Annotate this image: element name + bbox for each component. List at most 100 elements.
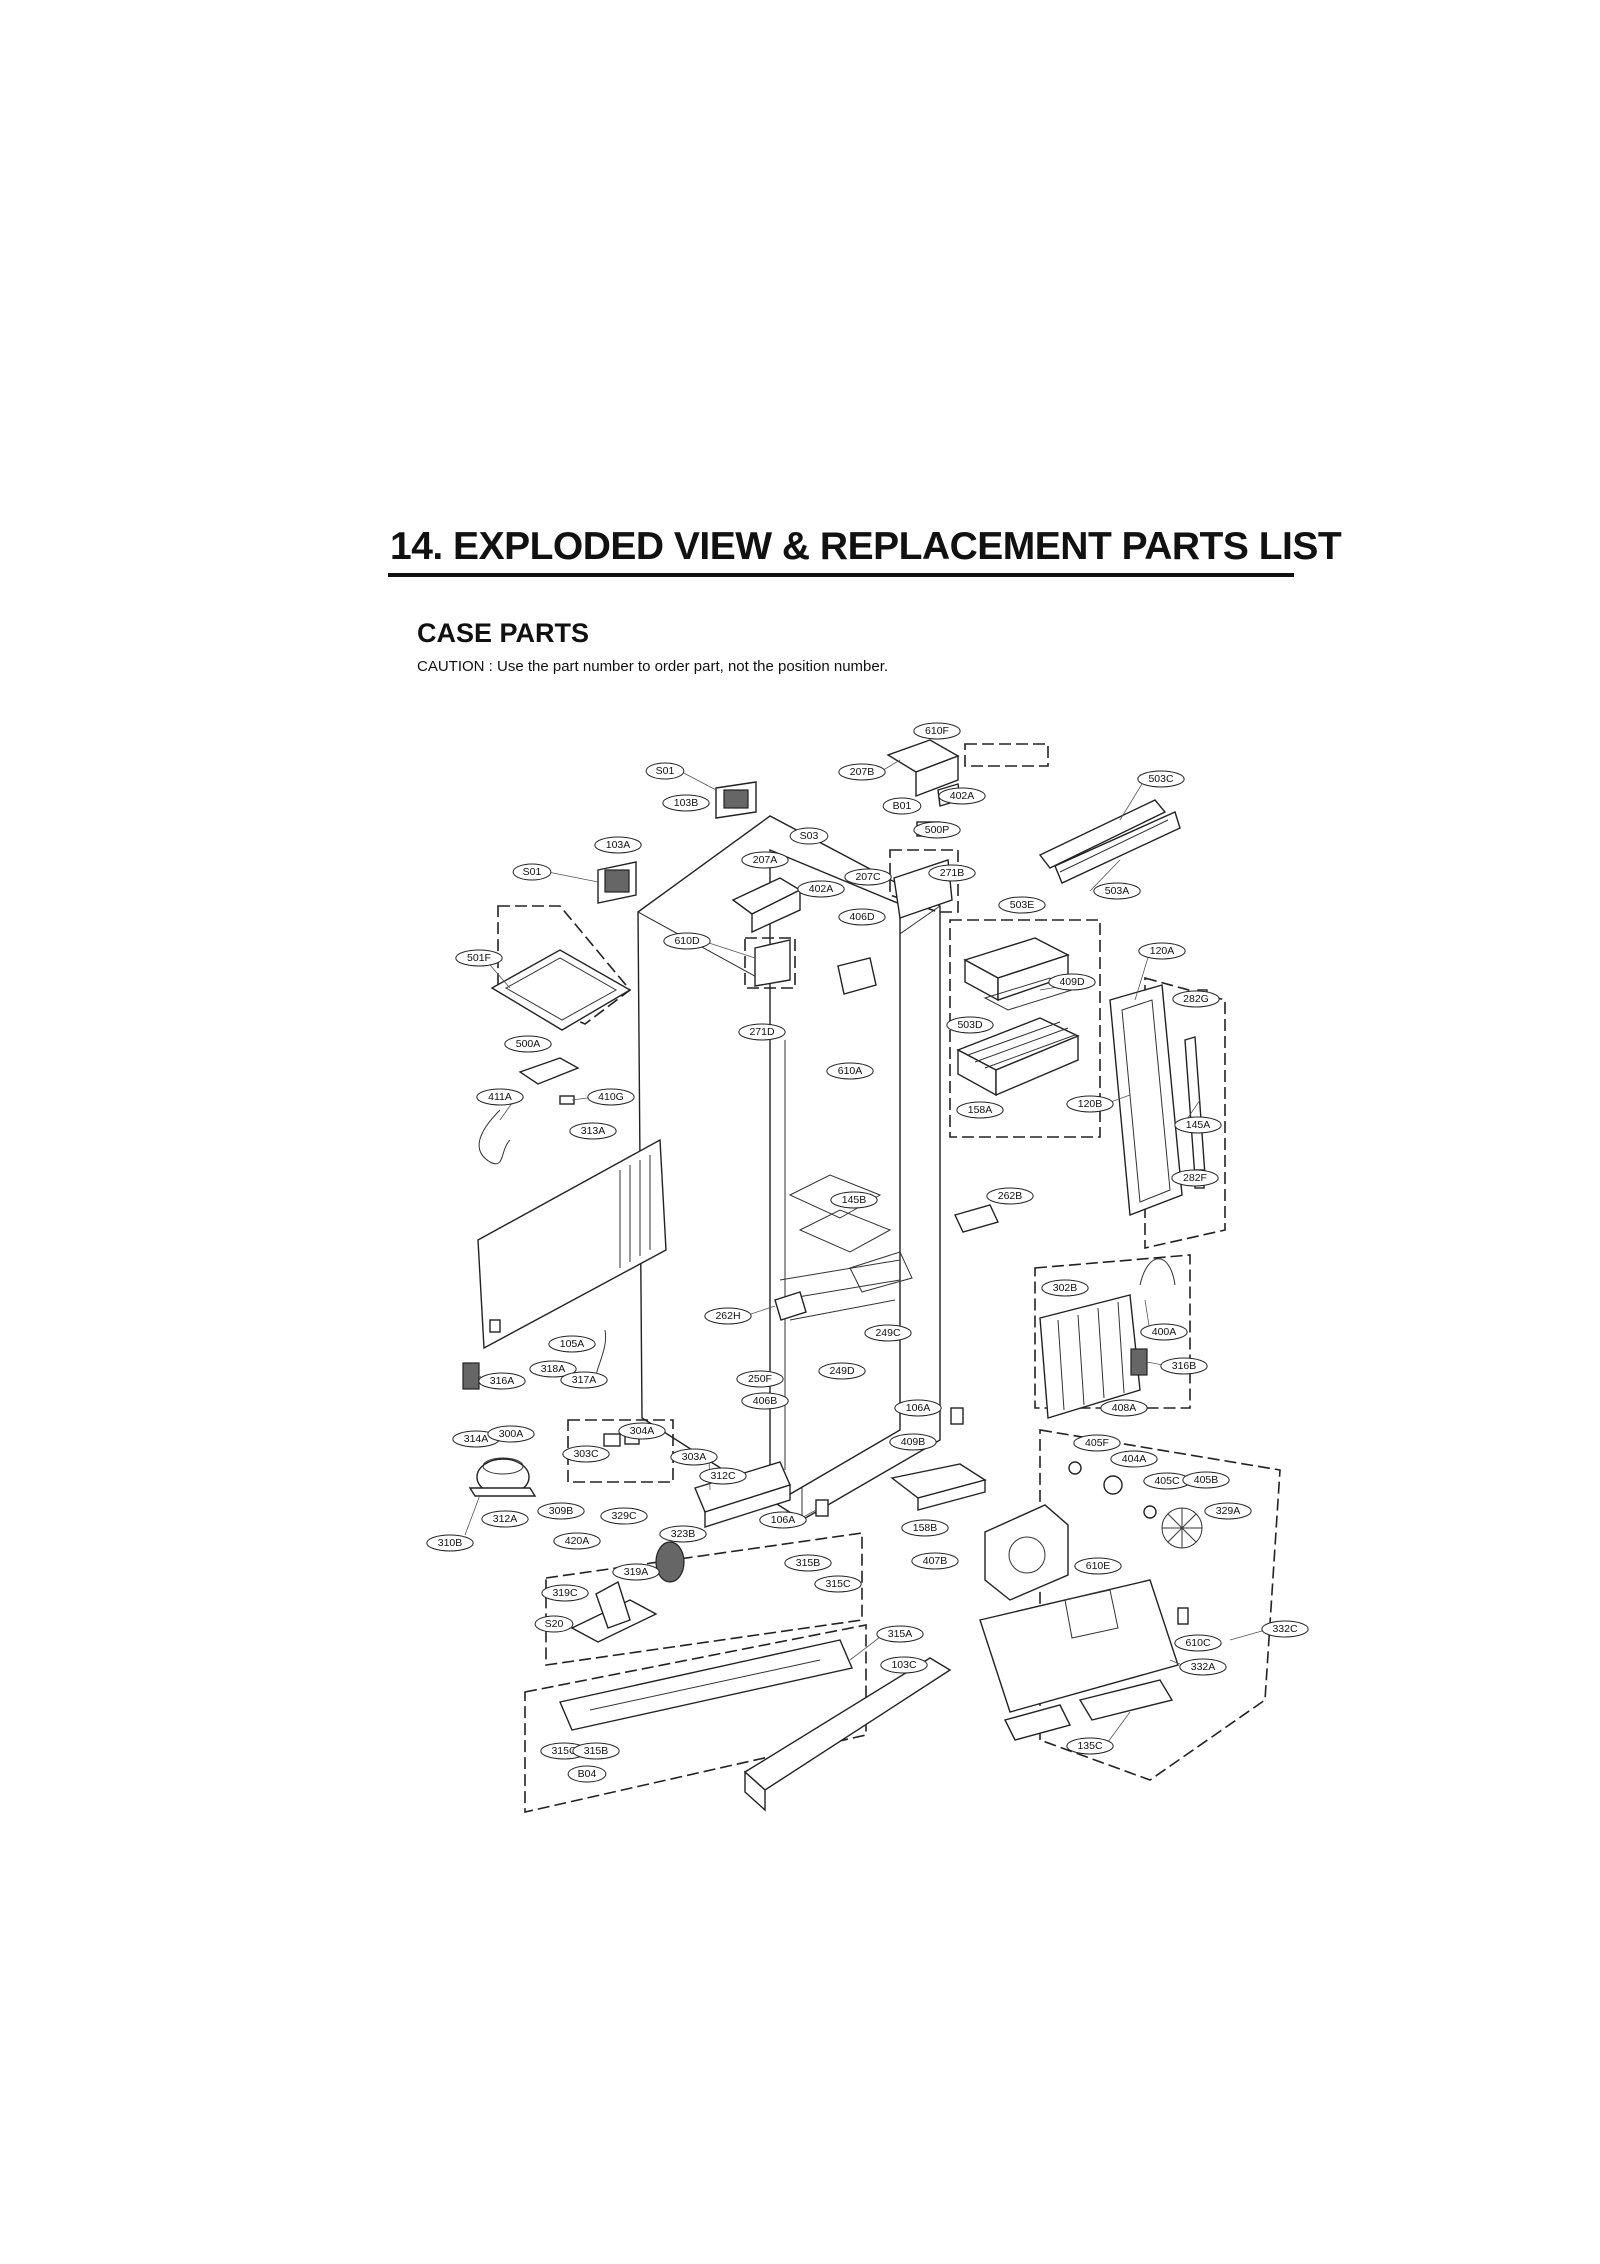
callout-text: 610A [838, 1065, 863, 1077]
callout-310b: 310B [426, 1534, 474, 1552]
callout-319a: 319A [612, 1563, 660, 1581]
callout-409b: 409B [889, 1433, 937, 1451]
callout-text: 610D [674, 935, 700, 947]
callout-250f: 250F [736, 1370, 784, 1388]
callout-404a: 404A [1110, 1450, 1158, 1468]
callout-text: 315B [796, 1557, 821, 1569]
callout-text: 500P [925, 824, 950, 836]
callout-271d: 271D [738, 1023, 786, 1041]
callout-ellipse [534, 1615, 574, 1633]
callout-ellipse [1182, 1471, 1230, 1489]
callout-409d: 409D [1048, 973, 1096, 991]
callout-312a: 312A [481, 1510, 529, 1528]
callout-329a: 329A [1204, 1502, 1252, 1520]
callout-500a: 500A [504, 1035, 552, 1053]
callout-ellipse [587, 1088, 635, 1106]
callout-ellipse [562, 1445, 610, 1463]
callout-text: 120A [1150, 945, 1175, 957]
callout-ellipse [662, 794, 710, 812]
callout-103a: 103A [594, 836, 642, 854]
callout-249c: 249C [864, 1324, 912, 1342]
callout-405c: 405C [1143, 1472, 1191, 1490]
callout-text: 313A [581, 1125, 606, 1137]
callout-ellipse [1172, 990, 1220, 1008]
callout-text: S01 [523, 866, 542, 878]
callout-ellipse [481, 1510, 529, 1528]
callout-ellipse [864, 1324, 912, 1342]
callout-ellipse [838, 908, 886, 926]
callout-text: 106A [771, 1514, 796, 1526]
callout-610d: 610D [663, 932, 711, 950]
callout-text: 319C [552, 1587, 578, 1599]
callout-ellipse [1110, 1450, 1158, 1468]
callout-text: 120B [1078, 1098, 1103, 1110]
callout-312c: 312C [699, 1467, 747, 1485]
title-rule [388, 573, 1294, 577]
callout-410g: 410G [587, 1088, 635, 1106]
callout-ellipse [736, 1370, 784, 1388]
callout-ellipse [553, 1532, 601, 1550]
callout-s01: S01 [512, 863, 552, 881]
callout-ellipse [882, 797, 922, 815]
callout-text: 500A [516, 1038, 541, 1050]
callout-text: 316A [490, 1375, 515, 1387]
callout-103c: 103C [880, 1656, 928, 1674]
callout-ellipse [998, 896, 1046, 914]
callout-text: 332A [1191, 1661, 1216, 1673]
callout-text: 158A [968, 1104, 993, 1116]
callout-text: 145A [1186, 1119, 1211, 1131]
callout-text: 407B [923, 1555, 948, 1567]
callout-text: 282G [1183, 993, 1209, 1005]
callout-text: 405C [1154, 1475, 1180, 1487]
callout-ellipse [901, 1519, 949, 1537]
callout-ellipse [789, 827, 829, 845]
callout-ellipse [844, 868, 892, 886]
callout-s03: S03 [789, 827, 829, 845]
callout-313a: 313A [569, 1122, 617, 1140]
callout-406d: 406D [838, 908, 886, 926]
callout-145b: 145B [830, 1191, 878, 1209]
callout-ellipse [826, 1062, 874, 1080]
callout-text: 409D [1059, 976, 1085, 988]
callout-ellipse [928, 864, 976, 882]
callout-120b: 120B [1066, 1095, 1114, 1113]
callout-text: 312A [493, 1513, 518, 1525]
callout-262b: 262B [986, 1187, 1034, 1205]
callout-ellipse [529, 1360, 577, 1378]
callout-158a: 158A [956, 1101, 1004, 1119]
callout-135c: 135C [1066, 1737, 1114, 1755]
callout-text: S03 [800, 830, 819, 842]
callout-text: 103A [606, 839, 631, 851]
callout-ellipse [478, 1372, 526, 1390]
callout-text: 207A [753, 854, 778, 866]
callout-ellipse [814, 1575, 862, 1593]
callout-text: 319A [624, 1566, 649, 1578]
callout-309b: 309B [537, 1502, 585, 1520]
callout-329c: 329C [600, 1507, 648, 1525]
page-title: 14. EXPLODED VIEW & REPLACEMENT PARTS LI… [390, 525, 1342, 568]
callout-ellipse [618, 1422, 666, 1440]
callout-ellipse [455, 949, 503, 967]
callout-text: S20 [545, 1618, 564, 1630]
callout-407b: 407B [911, 1552, 959, 1570]
callout-ellipse [911, 1552, 959, 1570]
callout-ellipse [784, 1554, 832, 1572]
callout-ellipse [537, 1502, 585, 1520]
callout-ellipse [504, 1035, 552, 1053]
callout-text: 501F [467, 952, 491, 964]
callout-ellipse [759, 1511, 807, 1529]
callout-323b: 323B [659, 1525, 707, 1543]
callout-ellipse [1048, 973, 1096, 991]
callout-ellipse [1174, 1634, 1222, 1652]
callout-ellipse [738, 1023, 786, 1041]
callout-text: 315B [584, 1745, 609, 1757]
callout-271b: 271B [928, 864, 976, 882]
callout-ellipse [1073, 1434, 1121, 1452]
callout-text: 271D [749, 1026, 775, 1038]
callout-text: 329C [611, 1510, 637, 1522]
cabinet [637, 815, 941, 1521]
callout-106a: 106A [759, 1511, 807, 1529]
callout-ellipse [1137, 770, 1185, 788]
callout-text: 106A [906, 1402, 931, 1414]
callout-text: 503E [1010, 899, 1035, 911]
